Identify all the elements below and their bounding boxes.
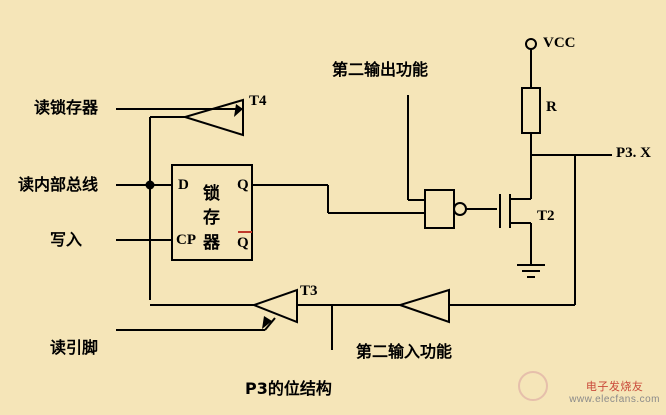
latch-pin-q: Q xyxy=(237,177,249,193)
latch-char-1: 锁 xyxy=(203,184,220,204)
watermark-bottom-text: www.elecfans.com xyxy=(569,393,660,405)
read-pin-diag xyxy=(264,317,276,331)
label-read-pin: 读引脚 xyxy=(50,338,99,357)
watermark: 电子发烧友 www.elecfans.com xyxy=(569,379,660,405)
latch-pin-cp: CP xyxy=(176,232,196,248)
latch-char-2: 存 xyxy=(203,208,220,228)
label-buffer-t4: T4 xyxy=(249,93,267,109)
vcc-terminal xyxy=(525,38,537,50)
latch-pin-d: D xyxy=(178,177,189,193)
resistor-r xyxy=(521,87,541,134)
label-p3x-pin: P3. X xyxy=(616,145,651,161)
label-transistor-t2: T2 xyxy=(537,208,555,224)
latch-box xyxy=(171,164,253,261)
label-vcc: VCC xyxy=(543,35,576,51)
label-buffer-t3: T3 xyxy=(300,283,318,299)
bus-junction-dot xyxy=(145,180,155,190)
buffer-t4 xyxy=(181,98,244,137)
watermark-circle-icon xyxy=(518,371,548,401)
buffer-t3 xyxy=(251,288,298,324)
label-read-internal-bus: 读内部总线 xyxy=(18,175,99,194)
label-read-latch: 读锁存器 xyxy=(34,98,99,117)
label-resistor-r: R xyxy=(546,99,557,115)
watermark-top-text: 电子发烧友 xyxy=(585,379,644,393)
label-write: 写入 xyxy=(50,230,83,249)
read-latch-arrowhead xyxy=(234,104,243,117)
label-second-output-function: 第二输出功能 xyxy=(332,60,429,79)
nand-gate-bubble xyxy=(453,202,467,216)
label-diagram-title: P3的位结构 xyxy=(245,379,332,398)
label-second-input-function: 第二输入功能 xyxy=(356,342,453,361)
read-pin-arrowhead xyxy=(262,316,272,329)
latch-pin-qbar: Q xyxy=(237,235,249,251)
nand-gate-body xyxy=(424,189,455,229)
latch-char-3: 器 xyxy=(203,233,220,253)
buffer-lower-right xyxy=(396,288,450,324)
